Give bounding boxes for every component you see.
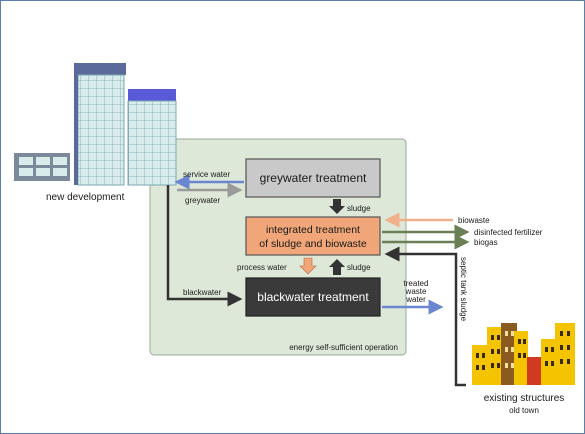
blackwater-treatment-box	[245, 277, 381, 317]
new-development-buildings	[14, 63, 177, 186]
greywater-treatment-box	[245, 158, 381, 198]
integrated-treatment-label-line1: integrated treatment	[266, 224, 360, 236]
fertilizer-label: disinfected fertilizer	[474, 228, 543, 237]
blackwater-arrow	[166, 185, 243, 307]
existing-structures-label: existing structures	[484, 393, 565, 404]
treated-label-line1: treated	[404, 279, 429, 288]
integrated-treatment-box	[245, 216, 381, 256]
sludge-bottom-label: sludge	[347, 263, 371, 272]
greywater-label: greywater	[185, 196, 220, 205]
sludge-up-arrow	[329, 259, 345, 275]
service-water-label: service water	[183, 170, 230, 179]
biowaste-label: biowaste	[458, 216, 490, 225]
sludge-down-arrow	[329, 199, 345, 214]
new-development-label: new development	[46, 192, 125, 203]
process-water-label: process water	[237, 263, 287, 272]
old-town-buildings	[472, 323, 575, 385]
sludge-top-label: sludge	[347, 204, 371, 213]
integrated-treatment-label-line2: of sludge and biowaste	[259, 238, 367, 250]
blackwater-label: blackwater	[183, 288, 222, 297]
septic-tank-sludge-label: septic tank sludge	[459, 257, 468, 322]
energy-operation-label: energy self-sufficient operation	[289, 343, 398, 352]
blackwater-treatment-label: blackwater treatment	[257, 290, 369, 304]
septic-tank-sludge-arrow	[384, 246, 466, 387]
treated-label-line2: waste	[405, 287, 427, 296]
old-town-label: old town	[509, 406, 539, 415]
treated-label-line3: water	[405, 295, 426, 304]
biogas-label: biogas	[474, 238, 498, 247]
greywater-treatment-label: greywater treatment	[260, 171, 367, 185]
process-water-arrow	[299, 257, 317, 275]
